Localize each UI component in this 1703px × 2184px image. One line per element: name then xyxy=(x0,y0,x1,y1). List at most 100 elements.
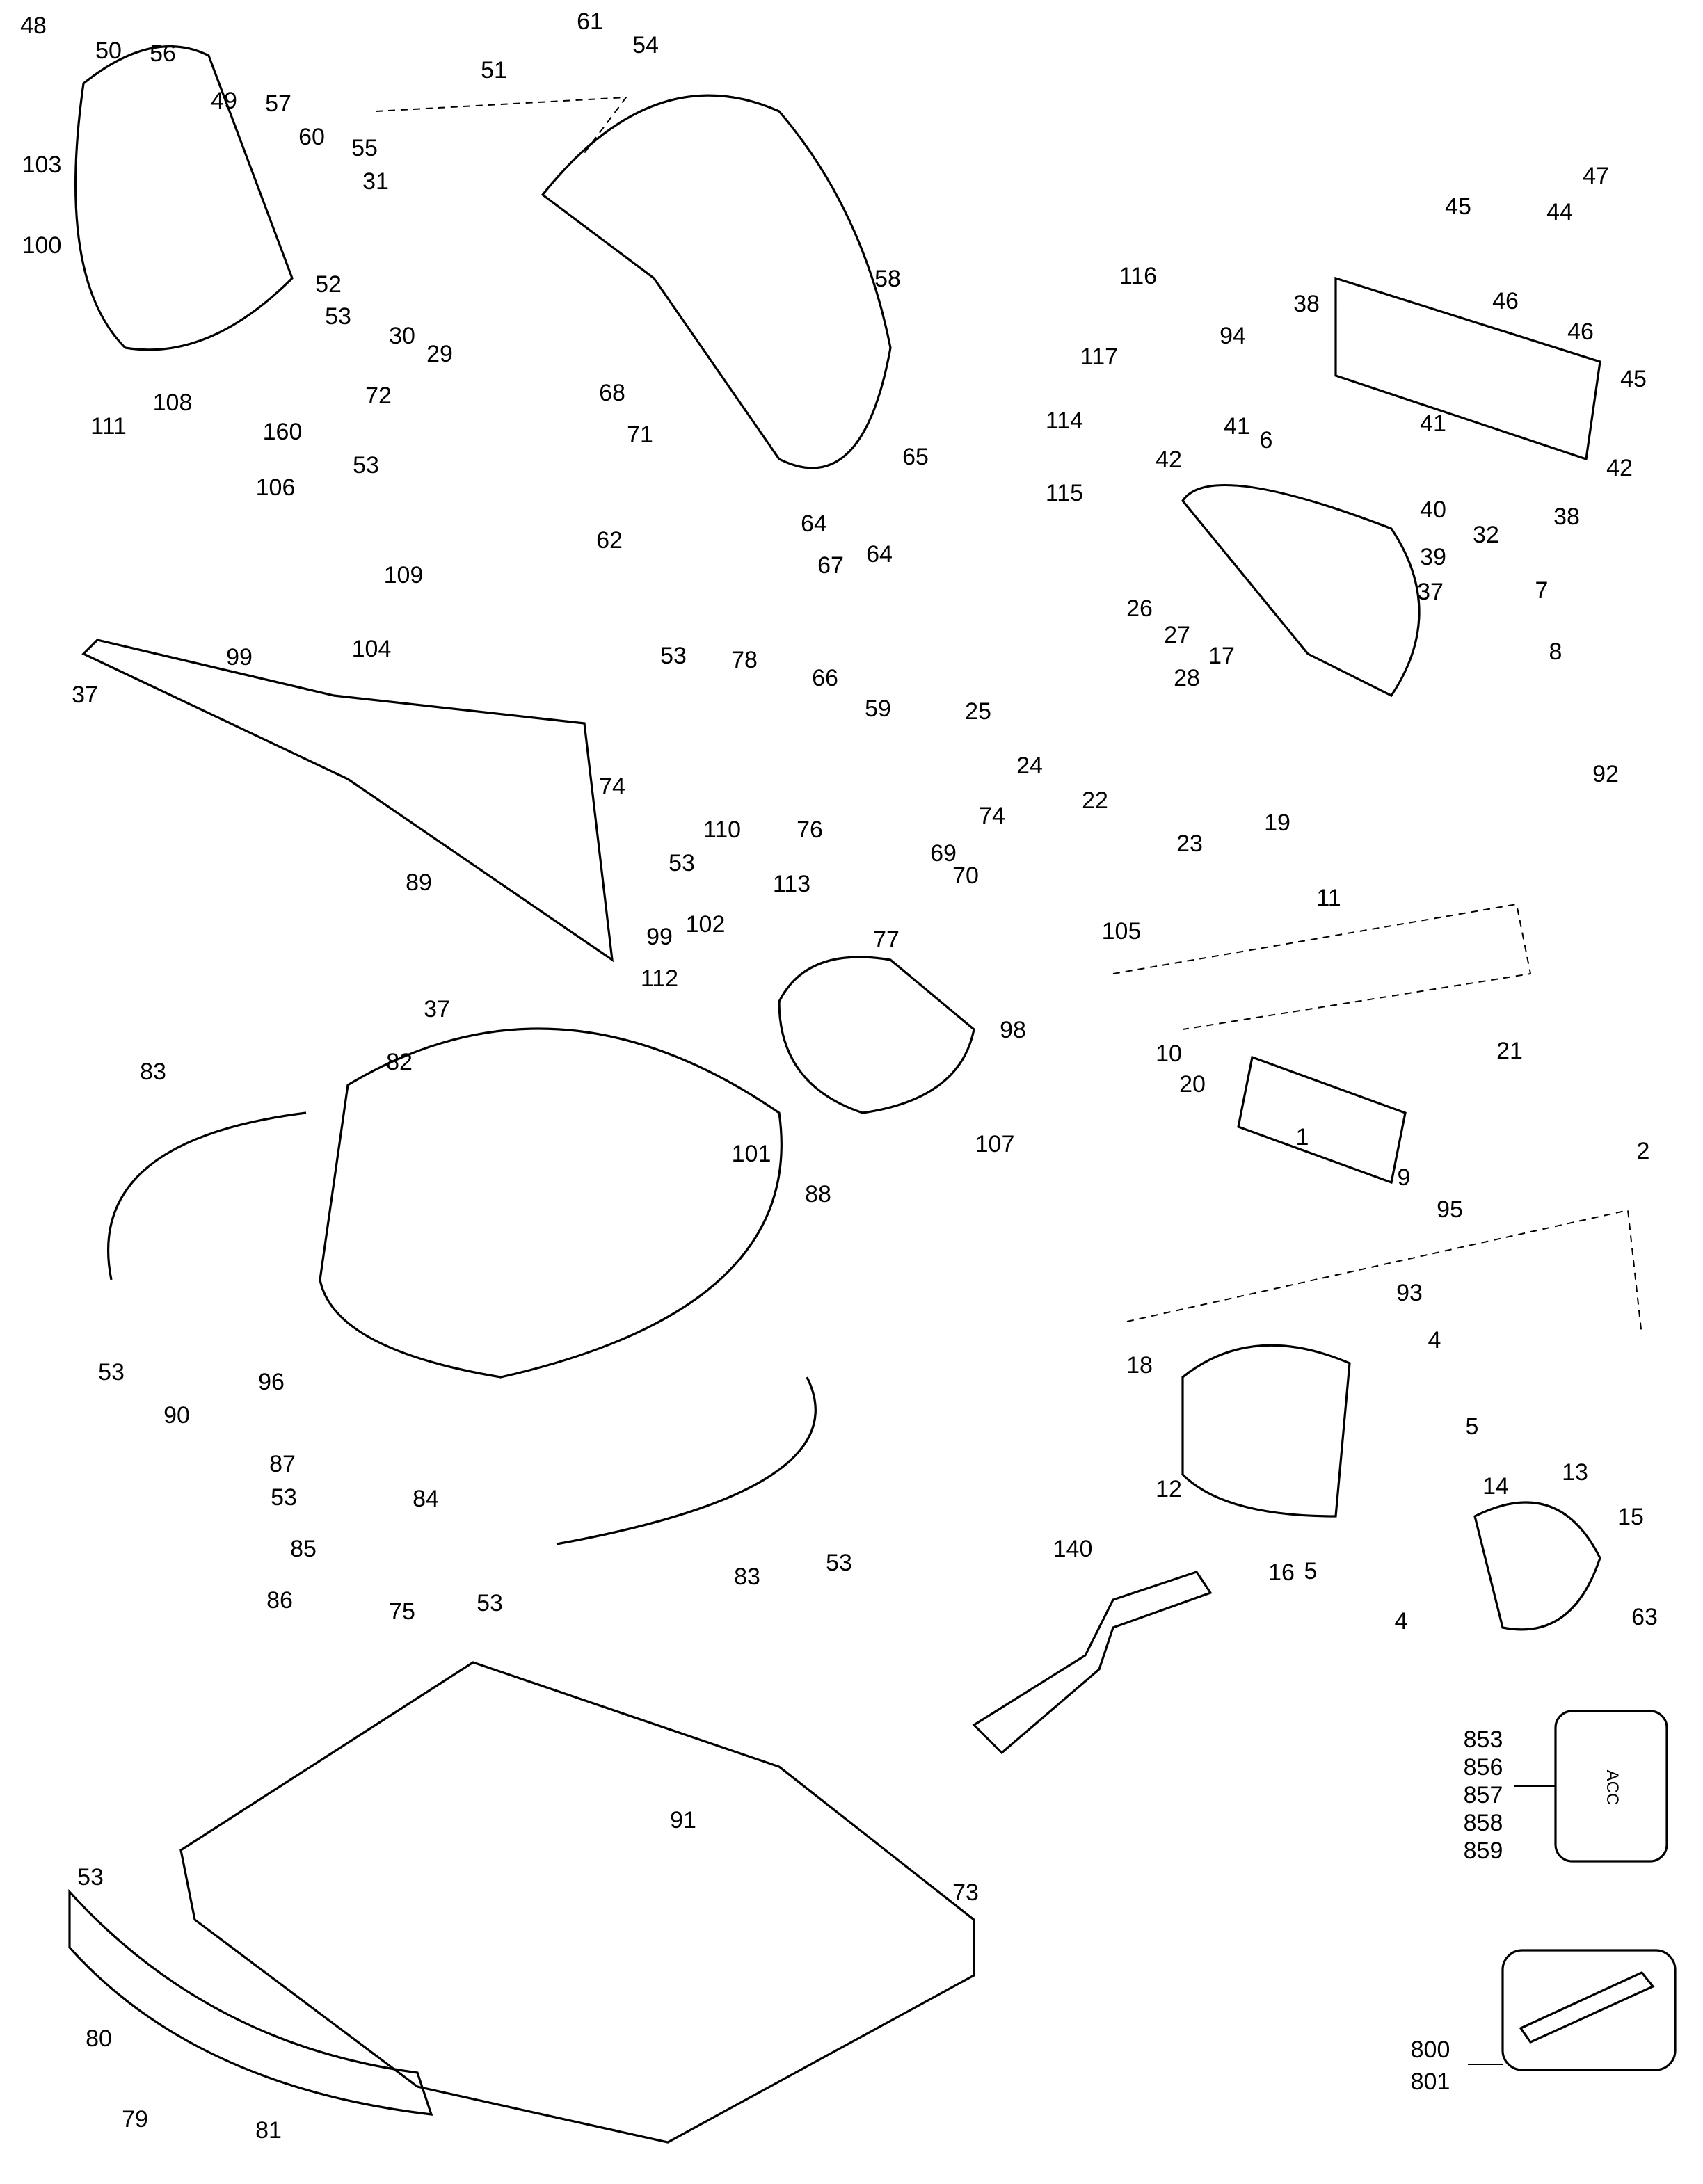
part-label-95: 95 xyxy=(1437,1196,1463,1223)
part-label-92: 92 xyxy=(1592,761,1619,787)
kit-label-856: 856 xyxy=(1464,1754,1503,1781)
part-label-48: 48 xyxy=(20,13,47,39)
part-label-116: 116 xyxy=(1119,263,1157,289)
wrench xyxy=(972,1571,1213,1755)
part-label-27: 27 xyxy=(1164,622,1190,648)
part-label-74: 74 xyxy=(599,773,625,800)
part-label-53: 53 xyxy=(669,850,695,876)
clamp-rail-left xyxy=(107,1111,307,1280)
clamp-rail-right xyxy=(556,1376,817,1545)
part-label-110: 110 xyxy=(703,817,741,843)
part-label-94: 94 xyxy=(1220,323,1246,349)
tool-drawing xyxy=(1519,1971,1655,2044)
part-label-73: 73 xyxy=(952,1879,979,1906)
part-label-87: 87 xyxy=(269,1451,296,1477)
part-label-29: 29 xyxy=(426,341,453,367)
part-label-113: 113 xyxy=(773,871,810,897)
part-label-53: 53 xyxy=(325,303,351,330)
part-label-69: 69 xyxy=(930,840,957,867)
part-label-30: 30 xyxy=(389,323,415,349)
armature xyxy=(1237,1055,1407,1185)
part-label-41: 41 xyxy=(1420,410,1446,437)
part-label-51: 51 xyxy=(481,57,507,83)
tool-label-800: 800 xyxy=(1411,2037,1450,2063)
part-label-47: 47 xyxy=(1583,163,1609,189)
part-label-112: 112 xyxy=(641,965,678,992)
part-label-6: 6 xyxy=(1260,427,1273,453)
part-drawings: ACC xyxy=(68,45,1677,2144)
kit-label-858: 858 xyxy=(1464,1810,1503,1836)
part-label-76: 76 xyxy=(797,817,823,843)
part-label-82: 82 xyxy=(386,1049,413,1075)
part-label-67: 67 xyxy=(817,552,844,579)
part-label-86: 86 xyxy=(266,1587,293,1614)
tool-box xyxy=(1501,1949,1677,2071)
part-label-46: 46 xyxy=(1492,288,1519,314)
part-label-96: 96 xyxy=(258,1369,285,1395)
part-label-52: 52 xyxy=(315,271,342,298)
motor-housing xyxy=(1181,483,1421,698)
tool-label-801: 801 xyxy=(1411,2069,1450,2095)
part-label-65: 65 xyxy=(902,444,929,470)
part-label-17: 17 xyxy=(1208,643,1235,669)
part-label-114: 114 xyxy=(1046,408,1083,434)
base xyxy=(179,1661,975,2144)
part-label-61: 61 xyxy=(577,8,603,35)
part-label-98: 98 xyxy=(1000,1017,1026,1043)
part-label-90: 90 xyxy=(163,1402,190,1429)
part-label-24: 24 xyxy=(1016,753,1043,779)
part-label-68: 68 xyxy=(599,380,625,406)
miter-scale xyxy=(68,1888,433,2116)
part-label-13: 13 xyxy=(1562,1459,1588,1486)
part-label-11: 11 xyxy=(1316,885,1341,911)
part-label-83: 83 xyxy=(140,1059,166,1085)
part-label-104: 104 xyxy=(352,636,392,662)
part-label-10: 10 xyxy=(1156,1041,1182,1067)
part-label-15: 15 xyxy=(1617,1504,1644,1530)
part-label-42: 42 xyxy=(1606,455,1633,481)
part-label-25: 25 xyxy=(965,698,991,725)
part-label-2: 2 xyxy=(1637,1138,1650,1164)
kit-label-853: 853 xyxy=(1464,1726,1503,1753)
part-label-78: 78 xyxy=(731,647,758,673)
part-label-66: 66 xyxy=(812,665,838,691)
part-label-60: 60 xyxy=(298,124,325,150)
part-label-53: 53 xyxy=(353,452,379,479)
part-label-108: 108 xyxy=(153,390,193,416)
part-label-160: 160 xyxy=(263,419,303,445)
part-label-64: 64 xyxy=(866,541,893,568)
part-label-103: 103 xyxy=(22,152,62,178)
part-label-1: 1 xyxy=(1296,1124,1309,1150)
part-label-46: 46 xyxy=(1567,319,1594,345)
part-label-115: 115 xyxy=(1046,480,1083,506)
kit-box-tag: ACC xyxy=(1603,1770,1622,1806)
part-label-102: 102 xyxy=(686,911,726,938)
part-label-93: 93 xyxy=(1396,1280,1423,1306)
part-label-85: 85 xyxy=(290,1536,317,1562)
part-label-107: 107 xyxy=(975,1131,1015,1157)
part-label-50: 50 xyxy=(95,38,122,64)
part-label-56: 56 xyxy=(150,40,176,67)
part-label-37: 37 xyxy=(72,682,98,708)
part-label-26: 26 xyxy=(1126,595,1153,622)
part-label-106: 106 xyxy=(256,474,296,501)
part-label-8: 8 xyxy=(1549,639,1562,665)
part-label-18: 18 xyxy=(1126,1352,1153,1379)
part-label-100: 100 xyxy=(22,232,62,259)
part-label-45: 45 xyxy=(1445,193,1471,220)
part-label-19: 19 xyxy=(1264,810,1290,836)
part-label-23: 23 xyxy=(1176,830,1203,857)
part-label-81: 81 xyxy=(255,2117,282,2144)
fence xyxy=(81,639,614,963)
upper-blade-guard xyxy=(74,45,294,351)
part-label-53: 53 xyxy=(77,1864,104,1890)
part-label-101: 101 xyxy=(732,1141,771,1167)
part-label-75: 75 xyxy=(389,1598,415,1625)
part-label-53: 53 xyxy=(660,643,687,669)
part-label-42: 42 xyxy=(1156,447,1182,473)
part-label-31: 31 xyxy=(362,168,389,195)
